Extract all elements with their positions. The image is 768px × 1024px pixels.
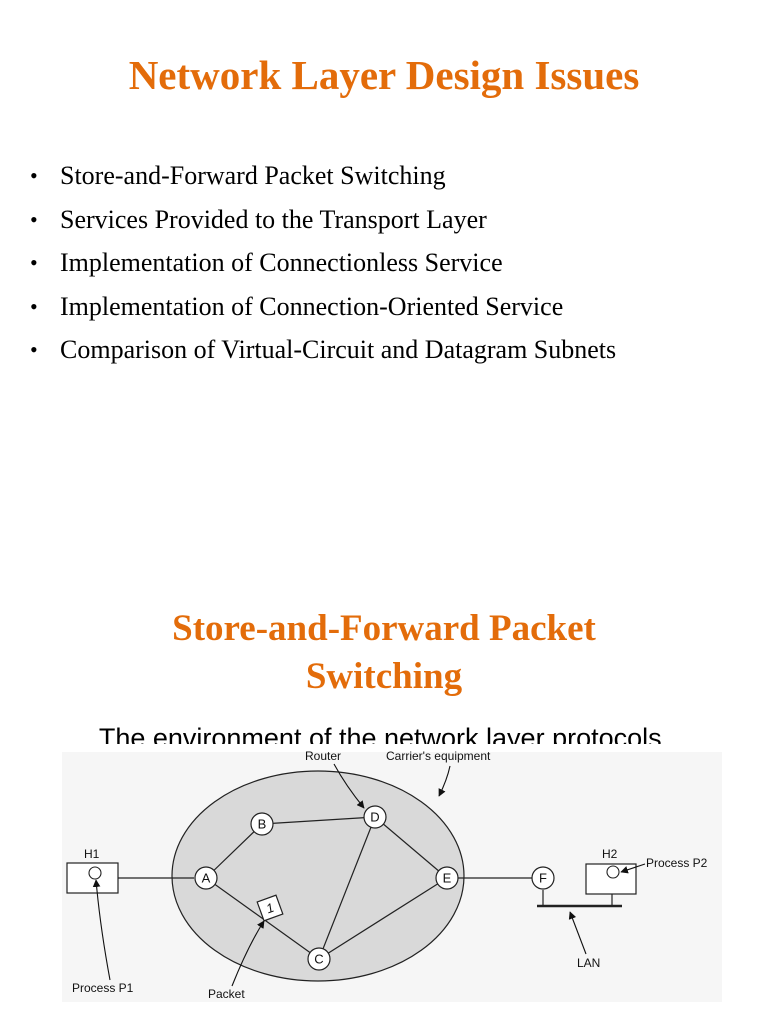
link-d-c [318,816,376,960]
process-p2-icon [606,865,620,879]
router-b-icon [250,812,274,836]
packet-icon [256,894,284,922]
bullet-item: • Services Provided to the Transport Laye… [30,198,616,242]
router-a-icon [194,866,218,890]
router-e-label: E [443,871,452,886]
network-diagram: H1 H2 A B C D E F [62,749,722,1002]
router-f-label: F [539,871,547,886]
router-arrow [333,763,365,809]
router-b: B [250,812,274,836]
router-e-icon [435,866,459,890]
router-c-icon [307,947,331,971]
carrier-equipment-label: Carrier's equipment [386,749,491,763]
bullet-item: • Comparison of Virtual-Circuit and Datag… [30,328,616,372]
bullet-list: • Store-and-Forward Packet Switching • Ser… [30,154,616,372]
router-f: F [531,866,555,890]
host-h2-label: H2 [602,847,618,861]
bullet-dot-icon: • [30,163,38,188]
router-a-label: A [202,871,211,886]
lan-label: LAN [577,956,600,970]
router-label: Router [305,749,341,763]
slide-network-layer-design-issues: Network Layer Design Issues • Store-and-F… [30,52,640,372]
router-b-label: B [258,817,267,832]
link-b-d [261,816,376,825]
bullet-item: • Implementation of Connection-Oriented S… [30,285,616,329]
bullet-text: Comparison of Virtual-Circuit and Datagr… [60,335,617,364]
router-f-icon [531,866,555,890]
packet-arrow [231,920,265,987]
process-p2-label: Process P2 [646,856,708,870]
router-d-icon [363,805,387,829]
slide-title-line1: Store-and-Forward Packet [172,608,596,649]
bullet-text: Store-and-Forward Packet Switching [60,161,446,190]
link-a-b [205,823,263,879]
router-d: D [363,805,387,829]
link-c-e [318,877,448,960]
slide-title: Network Layer Design Issues [128,52,640,98]
slide-subtitle: The environment of the network layer pro… [98,723,670,744]
lan-arrow [568,911,587,955]
bullet-dot-icon: • [30,250,38,275]
link-d-e [374,816,448,879]
router-a: A [194,866,218,890]
router-c-label: C [314,952,323,967]
bullet-text: Implementation of Connectionless Service [60,248,503,277]
packet-number: 1 [264,900,276,917]
process-p1-icon [88,866,102,880]
router-c: C [307,947,331,971]
bullet-dot-icon: • [30,337,38,362]
bullet-item: • Implementation of Connectionless Servic… [30,241,616,285]
bullet-item: • Store-and-Forward Packet Switching [30,154,616,198]
bullet-dot-icon: • [30,206,38,232]
carrier-arrow [438,765,451,797]
slide-store-and-forward: Store-and-Forward Packet Switching The e… [0,512,768,1024]
process-p2-arrow [620,863,646,874]
process-p1-arrow [92,879,111,981]
slide-title-line2: Switching [305,656,463,697]
process-p1-label: Process P1 [72,981,134,995]
bullet-text: Implementation of Connection-Oriented Se… [60,291,564,321]
bullet-dot-icon: • [30,293,38,319]
link-a-c [205,877,320,960]
packet-label: Packet [208,987,245,1001]
slide-title: Store-and-Forward Packet Switching [0,605,768,701]
bullet-text: Services Provided to the Transport Layer [60,204,487,234]
host-h1-label: H1 [84,847,100,861]
router-d-label: D [370,810,379,825]
carrier-cloud [171,770,465,982]
packet: 1 [256,894,284,922]
router-e: E [435,866,459,890]
